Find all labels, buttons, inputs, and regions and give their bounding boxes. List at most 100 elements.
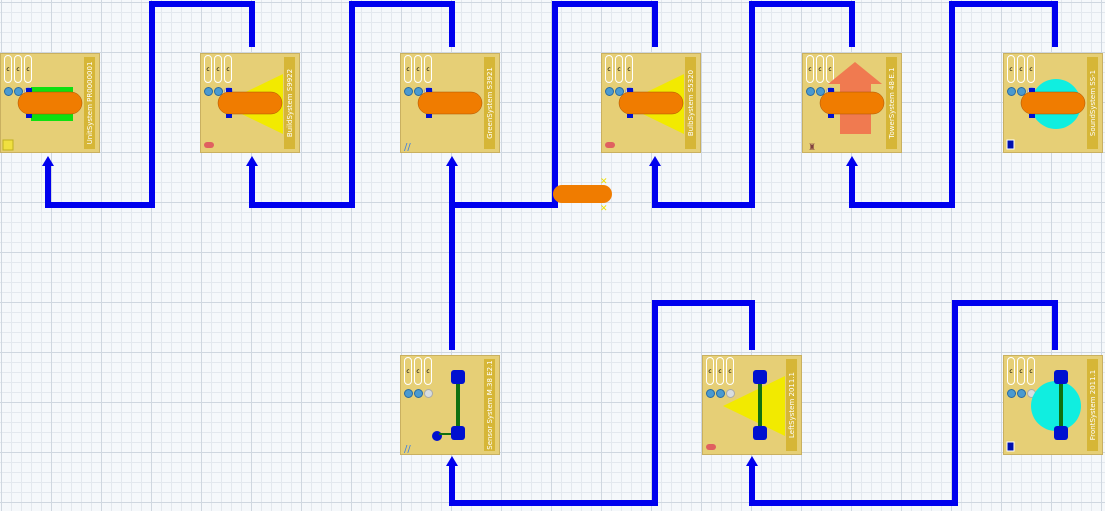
gauge-indicator: c (24, 55, 32, 83)
status-light-icon (204, 87, 213, 96)
gauge-indicator: c (404, 357, 412, 385)
status-light-icon (816, 87, 825, 96)
gauge-indicator: c (605, 55, 613, 83)
arrow-head-icon (246, 156, 258, 166)
svg-text://: // (404, 142, 411, 153)
path-segment[interactable] (652, 1, 855, 208)
path-segment[interactable] (749, 300, 1058, 506)
gauge-indicator: c (716, 357, 724, 385)
gauge-indicator: c (204, 55, 212, 83)
station-graphic-icon (706, 370, 785, 450)
arrow-head-icon (446, 456, 458, 466)
gauge-indicator: c (1017, 357, 1025, 385)
station-label: TowerSystem 48-E.1 (887, 67, 896, 139)
status-light-icon (404, 389, 413, 398)
station-graphic-icon (1006, 79, 1086, 150)
gauge-indicator: c (424, 357, 432, 385)
station-graphic-icon: // (404, 88, 483, 153)
path-segment[interactable] (45, 1, 255, 208)
gauge-indicator: c (4, 55, 12, 83)
station-graphic-icon (2, 87, 83, 151)
station-label: SoundSystem SS-1 (1088, 69, 1097, 137)
station-label: UnitSystem PR0000001 (85, 61, 94, 145)
station-label-strip: UnitSystem PR0000001 (84, 57, 95, 149)
status-light-icon (716, 389, 725, 398)
path-segment[interactable] (452, 1, 658, 208)
status-light-icon (1017, 389, 1026, 398)
gauge-indicator: c (1007, 55, 1015, 83)
status-light-icon (605, 87, 614, 96)
gauge-indicator: c (404, 55, 412, 83)
gauge-indicator: c (224, 55, 232, 83)
gauge-indicator: c (1027, 357, 1035, 385)
gauge-indicator: c (726, 357, 734, 385)
arrow-head-icon (846, 156, 858, 166)
svg-text:♜: ♜ (808, 143, 816, 153)
status-light-icon (404, 87, 413, 96)
status-light-icon (4, 87, 13, 96)
station-label-strip: LeftSystem 2011.1 (786, 359, 797, 451)
path-segment[interactable] (449, 300, 755, 506)
svg-text://: // (404, 444, 411, 455)
gauge-indicator: c (1017, 55, 1025, 83)
station-graphic-icon (204, 74, 283, 148)
station-graphic-icon: // (404, 370, 465, 455)
gauge-indicator: c (806, 55, 814, 83)
gauge-indicator: c (414, 55, 422, 83)
station-label: BuildSystem S9922 (285, 68, 294, 138)
gauge-indicator: c (424, 55, 432, 83)
cross-marker-icon: ✕ (600, 177, 608, 187)
gauge-indicator: c (414, 357, 422, 385)
status-light-icon (414, 389, 423, 398)
status-light-icon (1007, 389, 1016, 398)
gauge-indicator: c (214, 55, 222, 83)
status-light-icon (806, 87, 815, 96)
gauge-indicator: c (706, 357, 714, 385)
gauge-indicator: c (816, 55, 824, 83)
arrow-head-icon (649, 156, 661, 166)
station-graphic-icon: ♜ (808, 62, 885, 153)
arrow-head-icon (446, 156, 458, 166)
station-label-strip: BuildSystem S9922 (284, 57, 295, 149)
station-label: BulbSystem S5320 (686, 69, 695, 137)
status-light-icon (615, 87, 624, 96)
moving-conveyor-item[interactable] (553, 185, 612, 203)
station-label: LeftSystem 2011.1 (787, 372, 796, 438)
gauge-indicator: c (1007, 357, 1015, 385)
arrow-head-icon (746, 456, 758, 466)
station-label: GreenSystem S3921 (485, 67, 494, 139)
station-label-strip: Sensor System M.38 E2.1 (484, 359, 495, 451)
status-light-icon (14, 87, 23, 96)
status-light-icon (706, 389, 715, 398)
status-light-icon (414, 87, 423, 96)
station-label-strip: FrontSystem 2011.1 (1087, 359, 1098, 451)
station-label-strip: SoundSystem SS-1 (1087, 57, 1098, 149)
path-segment[interactable] (249, 1, 455, 208)
status-light-icon (214, 87, 223, 96)
status-light-icon (1007, 87, 1016, 96)
arrow-head-icon (42, 156, 54, 166)
station-graphic-icon (605, 74, 684, 148)
station-label-strip: GreenSystem S3921 (484, 57, 495, 149)
gauge-indicator: c (14, 55, 22, 83)
gauge-indicator: c (625, 55, 633, 83)
status-light-icon (424, 389, 433, 398)
path-segment[interactable] (849, 1, 1058, 208)
gauge-indicator: c (615, 55, 623, 83)
station-graphic-icon (1006, 370, 1081, 452)
status-light-icon (726, 389, 735, 398)
cross-marker-icon: ✕ (600, 204, 608, 214)
gauge-indicator: c (1027, 55, 1035, 83)
status-light-icon (1017, 87, 1026, 96)
station-label-strip: BulbSystem S5320 (685, 57, 696, 149)
